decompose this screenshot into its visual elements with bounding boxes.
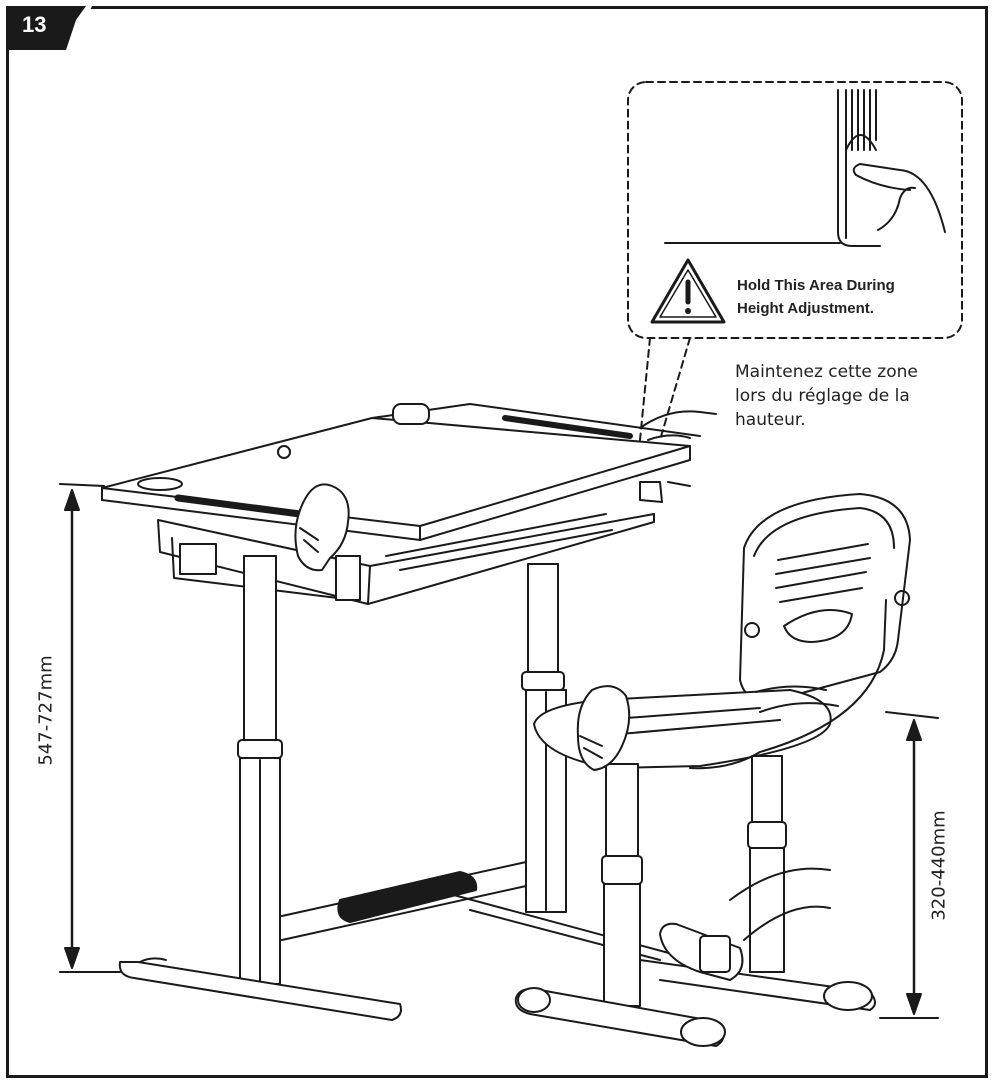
page-frame: [6, 6, 988, 1078]
warning-icon: [650, 258, 726, 324]
french-note-line-2: lors du réglage de la: [735, 386, 910, 406]
french-note-line-1: Maintenez cette zone: [735, 362, 918, 382]
step-number: 13: [22, 12, 47, 37]
step-badge: [6, 6, 92, 50]
callout-line-1: Hold This Area During: [737, 277, 895, 294]
seat-height-label: 320-440mm: [928, 810, 950, 921]
callout-text: Hold This Area During Height Adjustment.: [737, 274, 957, 320]
french-note-line-3: hauteur.: [735, 410, 806, 430]
desk-height-label: 547-727mm: [35, 655, 57, 766]
callout-line-2: Height Adjustment.: [737, 300, 874, 317]
desk-hands: [294, 410, 717, 572]
foot: [659, 867, 831, 981]
seat-height-arrow: [879, 711, 939, 1019]
callout-box: [627, 81, 963, 441]
chair-hands: [576, 685, 839, 771]
desk-height-arrow: [59, 483, 121, 973]
french-note: Maintenez cette zone lors du réglage de …: [735, 360, 965, 432]
